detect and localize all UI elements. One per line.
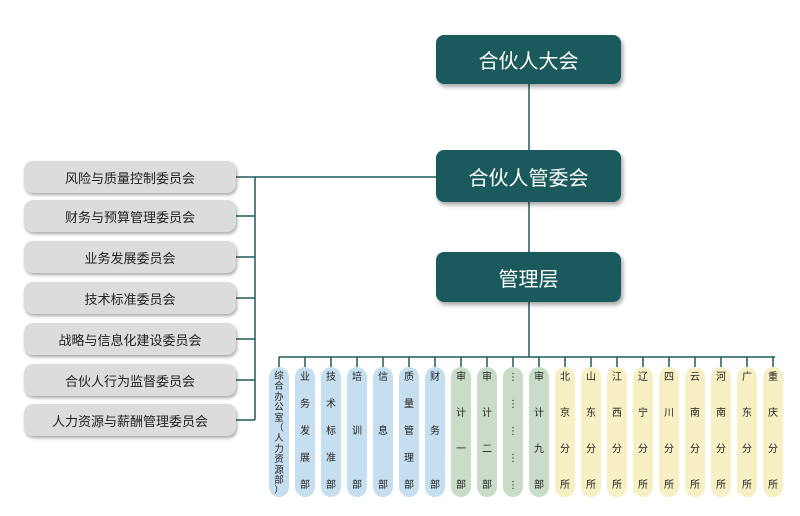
department-1: 综合办公室（人力资源部） <box>269 367 289 497</box>
department-7: 财务部 <box>425 367 445 497</box>
management-layer-box: 管理层 <box>436 252 621 302</box>
committee-strategy-it: 战略与信息化建设委员会 <box>24 323 236 355</box>
department-8: 审计一部 <box>451 367 471 497</box>
department-14: 江西分所 <box>607 367 627 497</box>
committee-technical-standards: 技术标准委员会 <box>24 282 236 314</box>
committee-business-development: 业务发展委员会 <box>24 241 236 273</box>
department-5: 信息部 <box>373 367 393 497</box>
committee-finance-budget: 财务与预算管理委员会 <box>24 200 236 232</box>
department-4: 培训部 <box>347 367 367 497</box>
partner-management-committee-box: 合伙人管委会 <box>436 150 621 202</box>
department-3: 技术标准部 <box>321 367 341 497</box>
department-6: 质量管理部 <box>399 367 419 497</box>
department-17: 云南分所 <box>685 367 705 497</box>
department-13: 山东分所 <box>581 367 601 497</box>
department-20: 重庆分所 <box>763 367 783 497</box>
department-11: 审计九部 <box>529 367 549 497</box>
department-18: 河南分所 <box>711 367 731 497</box>
department-12: 北京分所 <box>555 367 575 497</box>
department-2: 业务发展部 <box>295 367 315 497</box>
department-9: 审计二部 <box>477 367 497 497</box>
committee-risk-quality: 风险与质量控制委员会 <box>24 161 236 193</box>
department-16: 四川分所 <box>659 367 679 497</box>
department-19: 广东分所 <box>737 367 757 497</box>
partner-assembly-box: 合伙人大会 <box>436 35 621 84</box>
committee-partner-conduct: 合伙人行为监督委员会 <box>24 364 236 396</box>
department-15: 辽宁分所 <box>633 367 653 497</box>
committee-hr-compensation: 人力资源与薪酬管理委员会 <box>24 404 236 436</box>
department-10: ⋮⋮⋮⋮⋮ <box>503 367 523 497</box>
